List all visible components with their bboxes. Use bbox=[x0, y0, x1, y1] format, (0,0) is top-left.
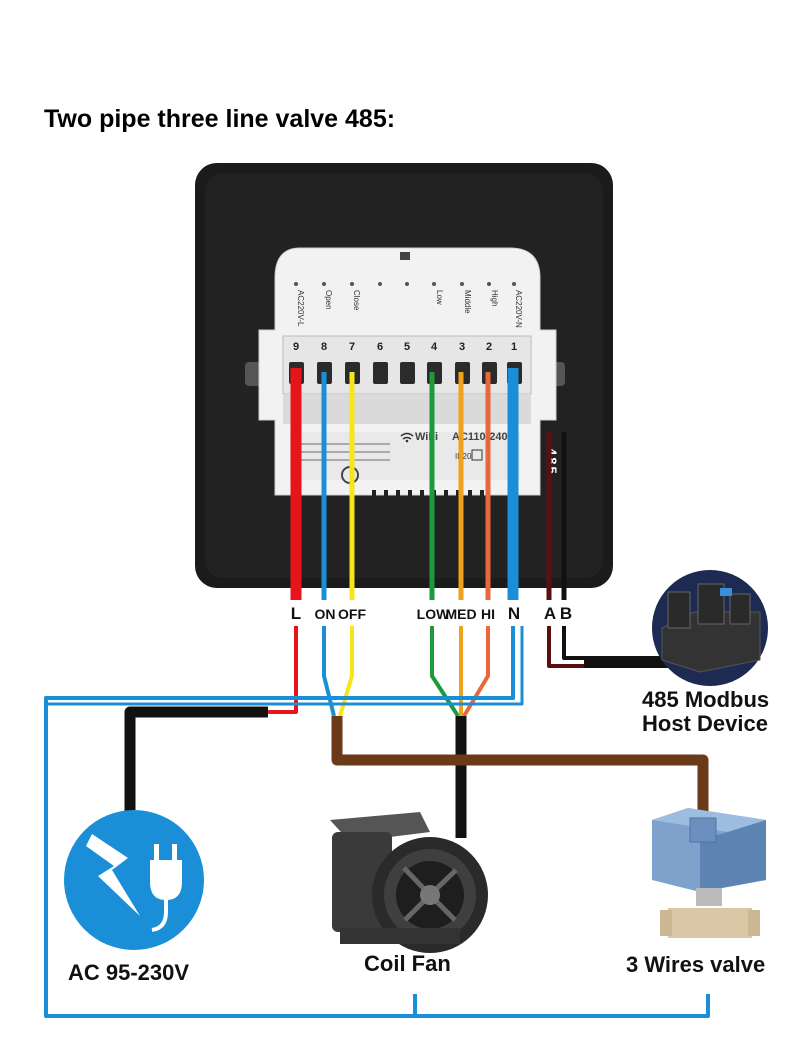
terminal-label-7: Close bbox=[352, 290, 361, 311]
wifi-text: WiFi bbox=[415, 431, 438, 443]
terminal-number-3: 3 bbox=[459, 341, 465, 353]
terminal-label-9: AC220V-L bbox=[296, 290, 305, 327]
wire-label-MED: MED bbox=[445, 606, 476, 622]
coil-fan-icon bbox=[330, 812, 488, 953]
valve-label: 3 Wires valve bbox=[626, 952, 765, 977]
wire-label-HI: HI bbox=[481, 606, 495, 622]
modbus-label-line2: Host Device bbox=[642, 711, 768, 736]
power-plug-icon bbox=[64, 810, 204, 950]
ip-rating-text: IP20 bbox=[455, 452, 472, 461]
terminal-number-2: 2 bbox=[486, 341, 492, 353]
terminal-label-3: Middle bbox=[463, 290, 472, 314]
wires bbox=[44, 368, 710, 1018]
terminal-number-9: 9 bbox=[293, 341, 299, 353]
terminal-label-4: Low bbox=[435, 290, 444, 305]
power-label: AC 95-230V bbox=[68, 960, 189, 985]
terminal-labels: AC220V-L Open Close Low Middle High AC22… bbox=[294, 282, 523, 328]
ac-rating-text: AC110-240V bbox=[452, 431, 516, 443]
modbus-host-icon bbox=[652, 570, 768, 686]
terminal-number-5: 5 bbox=[404, 341, 410, 353]
wire-label-ON: ON bbox=[315, 606, 336, 622]
terminal-number-4: 4 bbox=[431, 341, 438, 353]
wire-label-A: A bbox=[544, 604, 556, 623]
wire-label-B: B bbox=[560, 604, 572, 623]
terminal-number-8: 8 bbox=[321, 341, 327, 353]
wifi-icon bbox=[400, 432, 414, 443]
valve-actuator-icon bbox=[652, 808, 766, 938]
diagram-title: Two pipe three line valve 485: bbox=[44, 105, 395, 133]
terminal-number-7: 7 bbox=[349, 341, 355, 353]
terminal-numbers: 9 8 7 6 5 4 3 2 1 bbox=[293, 341, 517, 353]
terminal-number-1: 1 bbox=[511, 341, 517, 353]
terminal-label-1: AC220V-N bbox=[514, 290, 523, 328]
wire-label-OFF: OFF bbox=[338, 606, 366, 622]
terminal-number-6: 6 bbox=[377, 341, 383, 353]
wire-label-N: N bbox=[508, 604, 520, 623]
wire-label-L: L bbox=[291, 604, 301, 623]
terminal-label-8: Open bbox=[324, 290, 333, 310]
modbus-label-line1: 485 Modbus bbox=[642, 687, 769, 712]
terminal-label-2: High bbox=[490, 290, 499, 306]
fan-label: Coil Fan bbox=[364, 951, 451, 976]
wire-label-LOW: LOW bbox=[417, 606, 450, 622]
wire-label-strip: L ON OFF LOW MED HI N A B bbox=[291, 604, 572, 623]
